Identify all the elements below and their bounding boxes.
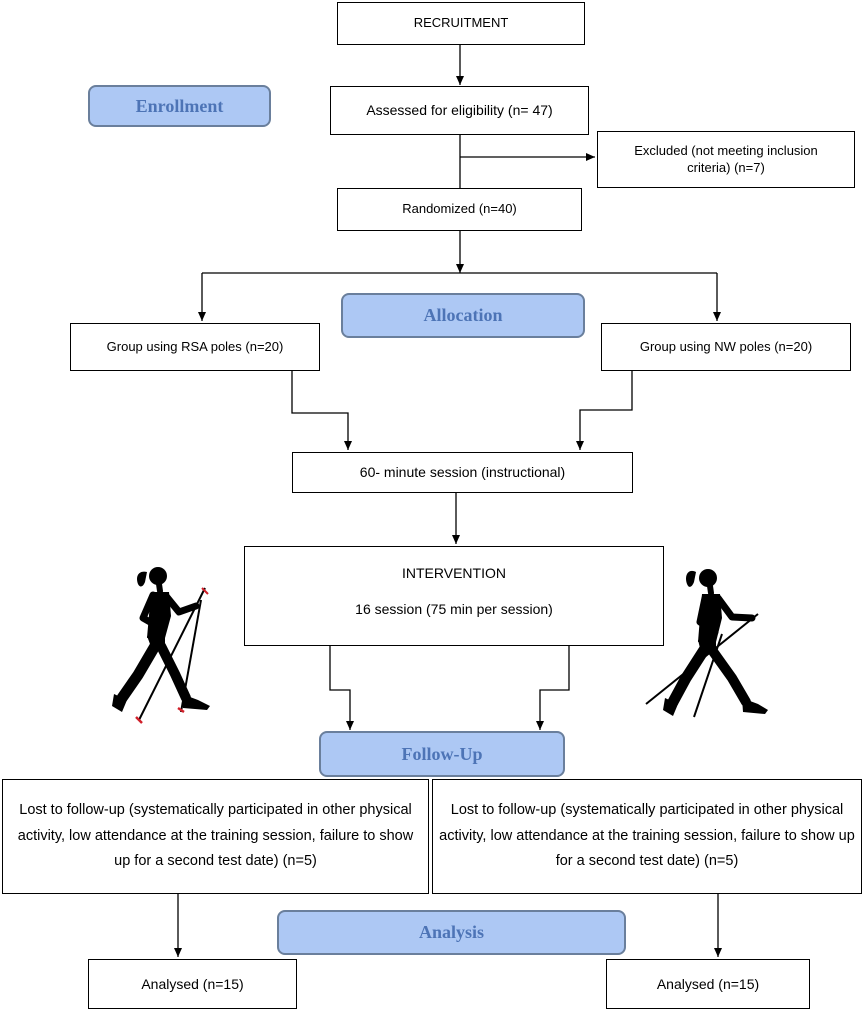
- analysed-right-label: Analysed (n=15): [656, 975, 760, 992]
- recruitment-box: RECRUITMENT: [337, 2, 585, 45]
- randomized-box: Randomized (n=40): [337, 188, 582, 231]
- stage-analysis: Analysis: [277, 910, 626, 955]
- arrow-intervention-to-followup-right: [536, 645, 570, 730]
- excluded-label: Excluded (not meeting inclusion criteria…: [634, 142, 818, 175]
- nordic-walker-rsa-poles-icon: [112, 567, 210, 724]
- nordic-walker-nw-poles-icon: [645, 569, 768, 718]
- stage-follow-up: Follow-Up: [319, 731, 565, 777]
- rsa-group-label: Group using RSA poles (n=20): [106, 338, 284, 354]
- rsa-group-box: Group using RSA poles (n=20): [70, 323, 320, 371]
- stage-enrollment: Enrollment: [88, 85, 271, 127]
- arrow-intervention-to-followup-left: [329, 645, 354, 730]
- arrow-rsa-to-session: [291, 370, 352, 450]
- stage-allocation: Allocation: [341, 293, 585, 338]
- eligibility-assessment-box: Assessed for eligibility (n= 47): [330, 86, 589, 135]
- analysed-left-box: Analysed (n=15): [88, 959, 297, 1009]
- eligibility-assessment-label: Assessed for eligibility (n= 47): [366, 102, 553, 119]
- lost-to-follow-up-left-box: Lost to follow-up (systematically partic…: [2, 779, 429, 894]
- excluded-box: Excluded (not meeting inclusion criteria…: [597, 131, 855, 188]
- lost-to-follow-up-right-box: Lost to follow-up (systematically partic…: [432, 779, 862, 894]
- intervention-box: INTERVENTION 16 session (75 min per sess…: [244, 546, 664, 646]
- randomized-label: Randomized (n=40): [402, 201, 517, 217]
- analysed-left-label: Analysed (n=15): [141, 975, 244, 992]
- recruitment-label: RECRUITMENT: [413, 15, 509, 31]
- intervention-detail: 16 session (75 min per session): [355, 601, 553, 617]
- nw-group-label: Group using NW poles (n=20): [639, 338, 813, 354]
- lost-to-follow-up-left-label: Lost to follow-up (systematically partic…: [17, 802, 414, 870]
- intervention-title: INTERVENTION: [402, 565, 506, 581]
- instructional-session-box: 60- minute session (instructional): [292, 452, 633, 493]
- instructional-session-label: 60- minute session (instructional): [359, 464, 566, 481]
- lost-to-follow-up-right-label: Lost to follow-up (systematically partic…: [439, 802, 855, 870]
- nw-group-box: Group using NW poles (n=20): [601, 323, 851, 371]
- arrow-nw-to-session: [576, 370, 633, 450]
- analysed-right-box: Analysed (n=15): [606, 959, 810, 1009]
